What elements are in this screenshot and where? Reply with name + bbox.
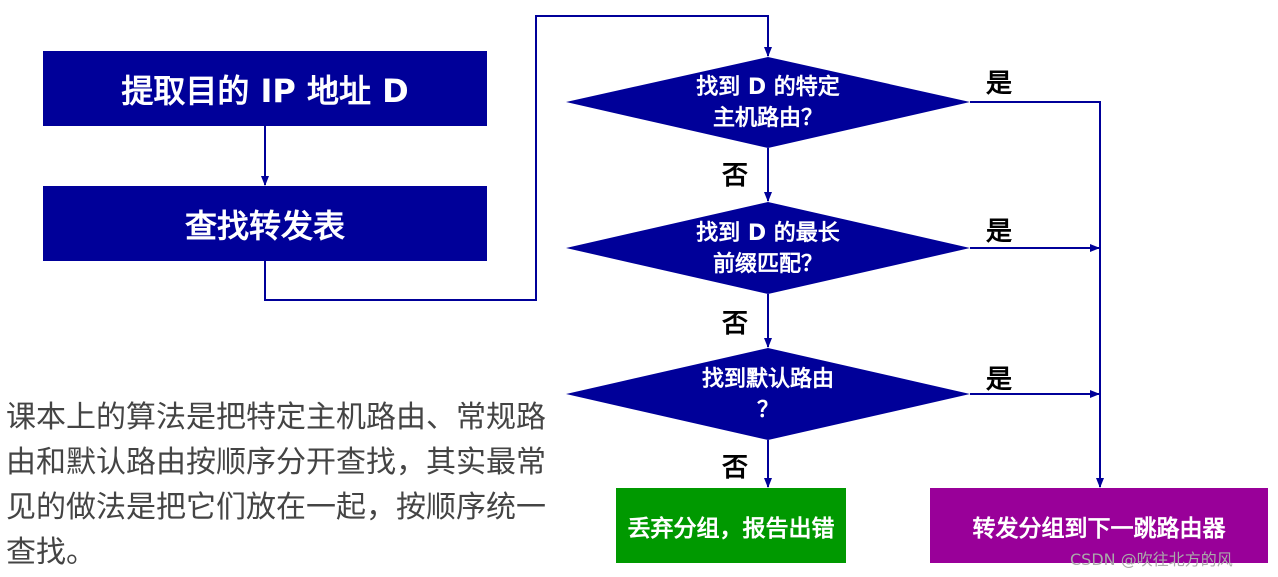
decision-1-text: 找到 D 的特定主机路由？ [638, 72, 898, 134]
no-label-3: 否 [722, 453, 749, 483]
discard-box: 丢弃分组，报告出错 [616, 488, 846, 563]
watermark: CSDN @吹往北方的风 [1070, 550, 1233, 569]
decision-3-line1: 找到默认路由 [701, 367, 834, 392]
lookup-table-box: 查找转发表 [43, 186, 487, 261]
lookup-table-text: 查找转发表 [184, 206, 345, 245]
no-label-2: 否 [722, 309, 749, 339]
discard-text: 丢弃分组，报告出错 [627, 515, 835, 542]
decision-diamond-1 [566, 57, 970, 148]
decision-diamond-3 [566, 348, 970, 440]
yes-label-3: 是 [986, 365, 1013, 395]
arrow-lookup-to-decision1 [264, 15, 772, 301]
decision-2-text: 找到 D 的最长前缀匹配？ [638, 218, 898, 280]
yes-label-2: 是 [986, 217, 1013, 247]
arrow-yes-1 [970, 101, 1104, 488]
decision-1-line1: 找到 D 的特定 [696, 75, 840, 100]
decision-2-line1: 找到 D 的最长 [696, 221, 840, 246]
explanation-note: 课本上的算法是把特定主机路由、常规路由和默认路由按顺序分开查找，其实最常见的做法… [6, 400, 546, 570]
no-label-1: 否 [722, 161, 749, 191]
yes-label-1: 是 [986, 69, 1013, 99]
decision-3-text: 找到默认路由 ？ [638, 364, 898, 426]
forward-text: 转发分组到下一跳路由器 [972, 515, 1226, 542]
forward-box: 转发分组到下一跳路由器 [930, 488, 1268, 563]
extract-ip-text: 提取目的 IP 地址 D [121, 71, 409, 110]
decision-2-line2: 前缀匹配？ [712, 252, 823, 277]
decision-diamond-2 [566, 202, 970, 294]
extract-ip-box: 提取目的 IP 地址 D [43, 51, 487, 126]
decision-3-line2: ？ [756, 398, 779, 423]
decision-1-line2: 主机路由？ [712, 106, 823, 131]
